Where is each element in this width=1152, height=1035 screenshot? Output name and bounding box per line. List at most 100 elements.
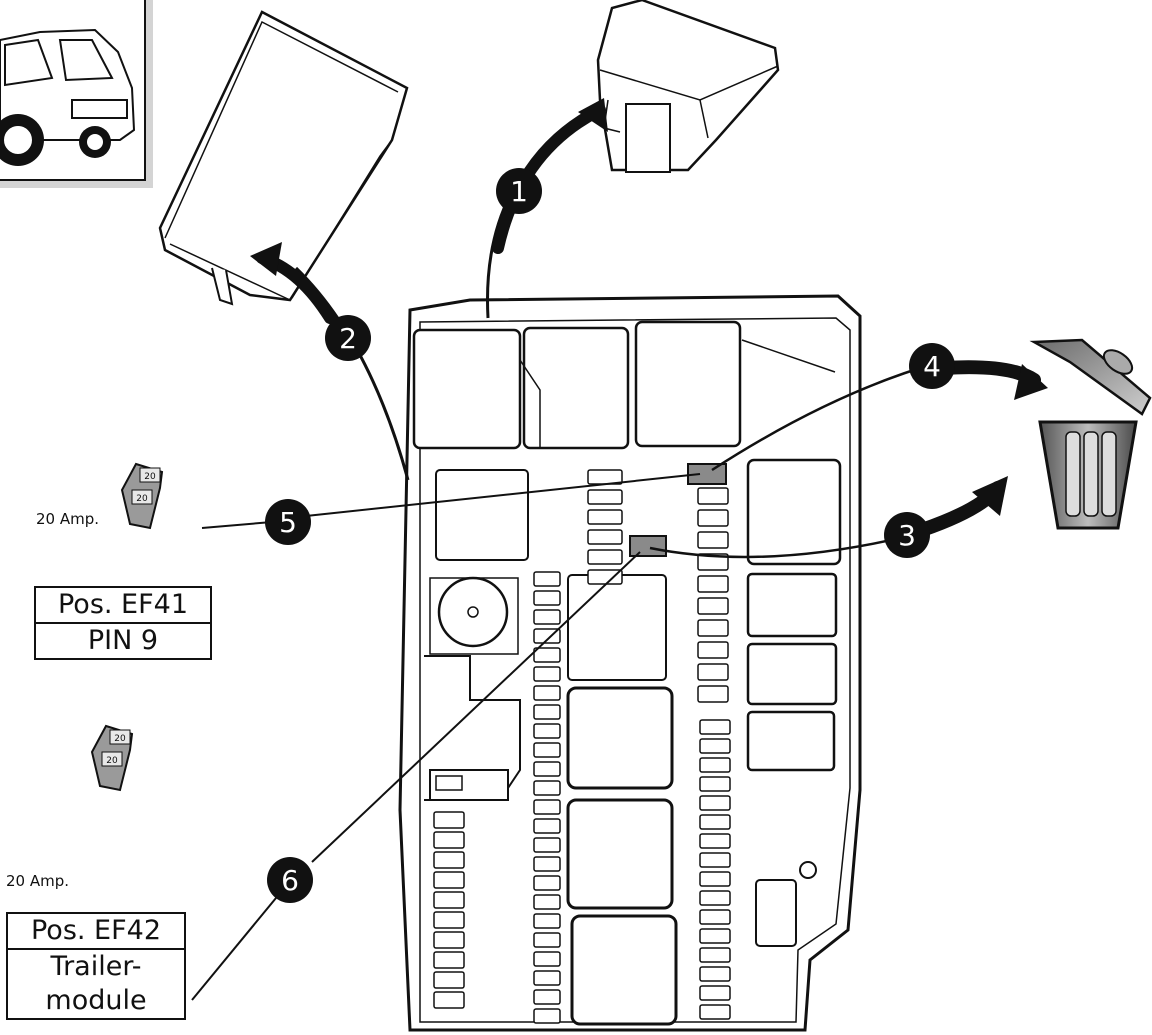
fuse-slot [700, 796, 730, 810]
fuse-slot [534, 724, 560, 738]
svg-text:6: 6 [281, 864, 299, 897]
fuse-slot [434, 912, 464, 928]
fuse-slot [534, 990, 560, 1004]
fuse-slot [534, 876, 560, 890]
fuse-slot [534, 857, 560, 871]
fuse-slot [588, 550, 622, 564]
fuse-slot [700, 929, 730, 943]
fuse-slot [700, 910, 730, 924]
fuse-mark-top-1: 20 [144, 472, 156, 482]
fuse-slot [534, 933, 560, 947]
fuse-slot [698, 598, 728, 614]
fuse-slot [434, 812, 464, 828]
fuse-slot [700, 815, 730, 829]
fuse-slot [534, 895, 560, 909]
description-line-2: module [8, 984, 184, 1018]
fuse-slot [434, 892, 464, 908]
fuse-slot [700, 1005, 730, 1019]
fuse-slot [434, 972, 464, 988]
fuse-slot [698, 642, 728, 658]
fuse-slot [434, 992, 464, 1008]
fuse-slot [434, 852, 464, 868]
callout-4: 4 [909, 343, 955, 389]
fuse-slot [700, 777, 730, 791]
fuse-slot [700, 948, 730, 962]
small-cover-cap [598, 0, 778, 172]
description-box: Trailer- module [8, 948, 184, 1018]
fuse-slot [534, 648, 560, 662]
fuse-slot [700, 758, 730, 772]
callout-6: 6 [267, 857, 313, 903]
fuse-slot [588, 510, 622, 524]
trash-bin-icon [1034, 340, 1150, 528]
fuse-slot [698, 664, 728, 680]
fuse-slot [700, 891, 730, 905]
fuse-mark-bottom-2: 20 [106, 756, 118, 766]
fuse-slot [534, 952, 560, 966]
fuse-slot [700, 720, 730, 734]
description-line-1: Trailer- [8, 950, 184, 984]
svg-text:2: 2 [339, 322, 357, 355]
fuse-slot [700, 739, 730, 753]
svg-text:4: 4 [923, 350, 941, 383]
callout-1: 1 [496, 168, 542, 214]
fuse-slot [698, 532, 728, 548]
fuse-slot [588, 490, 622, 504]
fuse-slot [700, 872, 730, 886]
fuse-slot [534, 705, 560, 719]
fuse-slot [534, 667, 560, 681]
position-label-top: Pos. EF41 [36, 588, 210, 622]
svg-text:3: 3 [898, 519, 916, 552]
fuse-slot [698, 576, 728, 592]
pin-label: PIN 9 [36, 622, 210, 658]
fuse-slot [534, 800, 560, 814]
fuse-slot [534, 572, 560, 586]
fuse-slot [534, 781, 560, 795]
fuse-slot [588, 530, 622, 544]
fuse-slot [698, 686, 728, 702]
fuse-slot [534, 914, 560, 928]
amp-label-top: 20 Amp. [36, 510, 99, 528]
fuse-slot [534, 610, 560, 624]
fuse-slot [700, 834, 730, 848]
fuse-slot [534, 1009, 560, 1023]
callout-5: 5 [265, 499, 311, 545]
fuse-slot [434, 832, 464, 848]
fuse-mark-top-2: 20 [136, 494, 148, 504]
fuse-slot [700, 967, 730, 981]
leader-line-5 [202, 522, 272, 528]
amp-label-bottom: 20 Amp. [6, 872, 69, 890]
fuse-slot [698, 620, 728, 636]
fuse-slot [534, 743, 560, 757]
fuse-slot [698, 510, 728, 526]
fuse-slot [700, 853, 730, 867]
fuse-slot [534, 819, 560, 833]
fuse-slot [534, 591, 560, 605]
fuse-slot [534, 762, 560, 776]
fuse-box-cover [160, 12, 407, 304]
svg-text:5: 5 [279, 506, 297, 539]
fuse-slot [534, 686, 560, 700]
fuse-slot [434, 952, 464, 968]
callout-2: 2 [325, 315, 371, 361]
fuse-slot [434, 872, 464, 888]
fuse-slot [534, 838, 560, 852]
fuse-slot [534, 971, 560, 985]
fuse-slot [700, 986, 730, 1000]
position-label-bottom: Pos. EF42 [8, 914, 184, 948]
leader-line-6-b [192, 898, 276, 1000]
fuse-icon-top: 20 20 [122, 464, 162, 528]
fuse-icon-bottom: 20 20 [92, 726, 132, 790]
callout-3: 3 [884, 512, 930, 558]
fuse-slot [434, 932, 464, 948]
fuse-slot [698, 488, 728, 504]
fuse-box-body [400, 296, 860, 1030]
car-thumbnail [0, 0, 153, 188]
position-box-bottom: Pos. EF42 Trailer- module [6, 912, 186, 1020]
position-box-top: Pos. EF41 PIN 9 [34, 586, 212, 660]
fuse-slot [588, 570, 622, 584]
svg-text:1: 1 [510, 175, 528, 208]
fuse-mark-bottom-1: 20 [114, 734, 126, 744]
fuse-slot-ef42 [630, 536, 666, 556]
